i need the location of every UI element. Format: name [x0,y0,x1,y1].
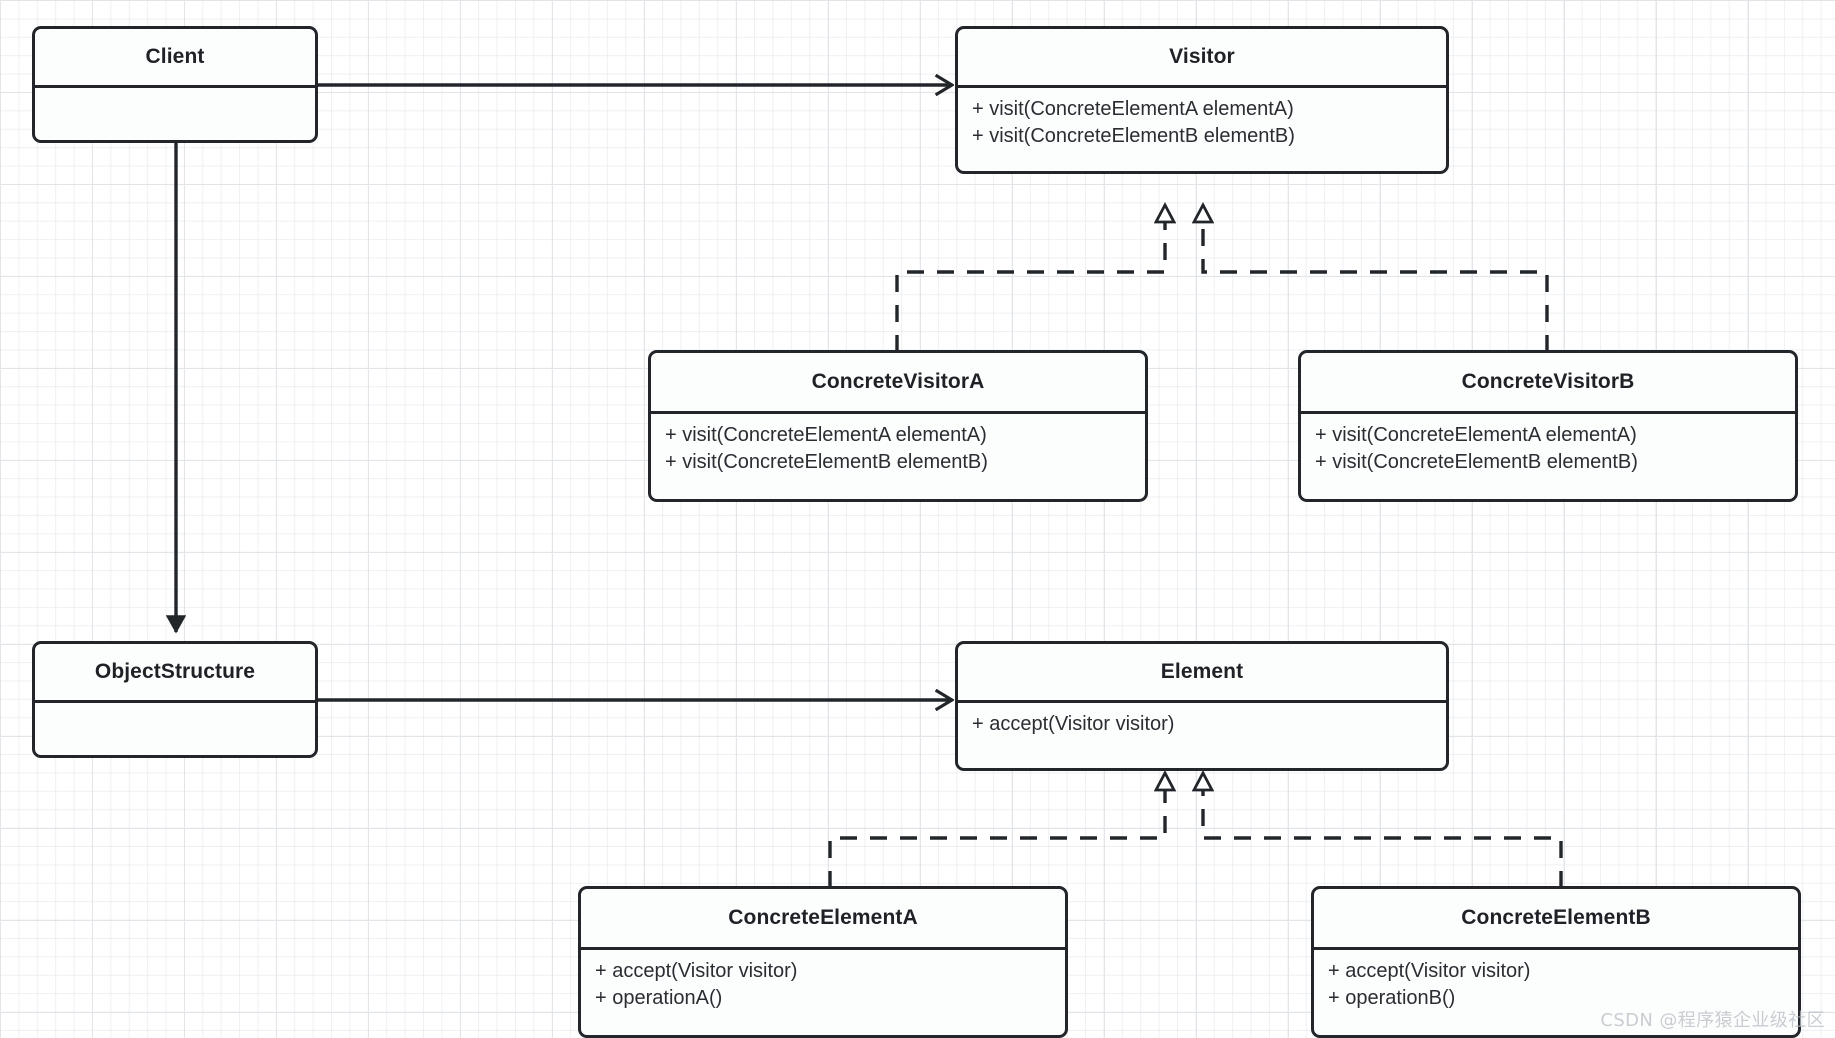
class-member: + operationB() [1328,987,1456,1010]
class-box-visitor[interactable]: Visitor + visit(ConcreteElementA element… [955,26,1449,174]
class-member: + visit(ConcreteElementB elementB) [665,451,988,474]
class-member: + visit(ConcreteElementB elementB) [972,125,1295,148]
class-members-concretevisitora: + visit(ConcreteElementA elementA) + vis… [651,414,1145,499]
class-members-concreteelementa: + accept(Visitor visitor) + operationA() [581,950,1065,1035]
class-box-concreteelementa[interactable]: ConcreteElementA + accept(Visitor visito… [578,886,1068,1038]
class-members-element: + accept(Visitor visitor) [958,703,1446,768]
edge-concretevisitora-to-visitor [895,205,1165,352]
watermark-text: CSDN @程序猿企业级社区 [1600,1010,1825,1031]
class-title-concreteelementb: ConcreteElementB [1461,906,1651,929]
class-members-concretevisitorb: + visit(ConcreteElementA elementA) + vis… [1301,414,1795,499]
class-member: + visit(ConcreteElementB elementB) [1315,451,1638,474]
class-box-concreteelementb[interactable]: ConcreteElementB + accept(Visitor visito… [1311,886,1801,1038]
class-members-visitor: + visit(ConcreteElementA elementA) + vis… [958,88,1446,171]
class-box-objectstructure[interactable]: ObjectStructure [32,641,318,758]
class-title-objectstructure: ObjectStructure [94,660,256,683]
class-member: + operationA() [595,987,723,1010]
class-divider [581,947,1065,950]
class-divider [651,411,1145,414]
class-title-element: Element [1160,660,1244,683]
class-member: + accept(Visitor visitor) [972,713,1175,735]
class-title-concretevisitorb: ConcreteVisitorB [1461,370,1635,393]
class-member: + accept(Visitor visitor) [1328,960,1531,982]
class-divider [1301,411,1795,414]
class-divider [35,700,315,703]
class-title-concretevisitora: ConcreteVisitorA [811,370,985,393]
class-divider [1314,947,1798,950]
class-member: + visit(ConcreteElementA elementA) [972,98,1294,120]
edge-concretevisitorb-to-visitor [1203,205,1549,352]
class-members-client [35,88,315,140]
class-member: + accept(Visitor visitor) [595,960,798,982]
class-box-element[interactable]: Element + accept(Visitor visitor) [955,641,1449,771]
class-member: + visit(ConcreteElementA elementA) [1315,424,1637,446]
class-divider [35,85,315,88]
class-members-objectstructure [35,703,315,755]
edge-concreteelementa-to-element [828,773,1165,888]
class-title-concreteelementa: ConcreteElementA [728,906,918,929]
class-title-visitor: Visitor [1169,45,1235,68]
class-box-concretevisitorb[interactable]: ConcreteVisitorB + visit(ConcreteElement… [1298,350,1798,502]
class-box-concretevisitora[interactable]: ConcreteVisitorA + visit(ConcreteElement… [648,350,1148,502]
edge-concreteelementb-to-element [1203,773,1563,888]
class-divider [958,700,1446,703]
class-members-concreteelementb: + accept(Visitor visitor) + operationB() [1314,950,1798,1035]
class-divider [958,85,1446,88]
class-title-client: Client [145,45,205,68]
class-box-client[interactable]: Client [32,26,318,143]
class-member: + visit(ConcreteElementA elementA) [665,424,987,446]
